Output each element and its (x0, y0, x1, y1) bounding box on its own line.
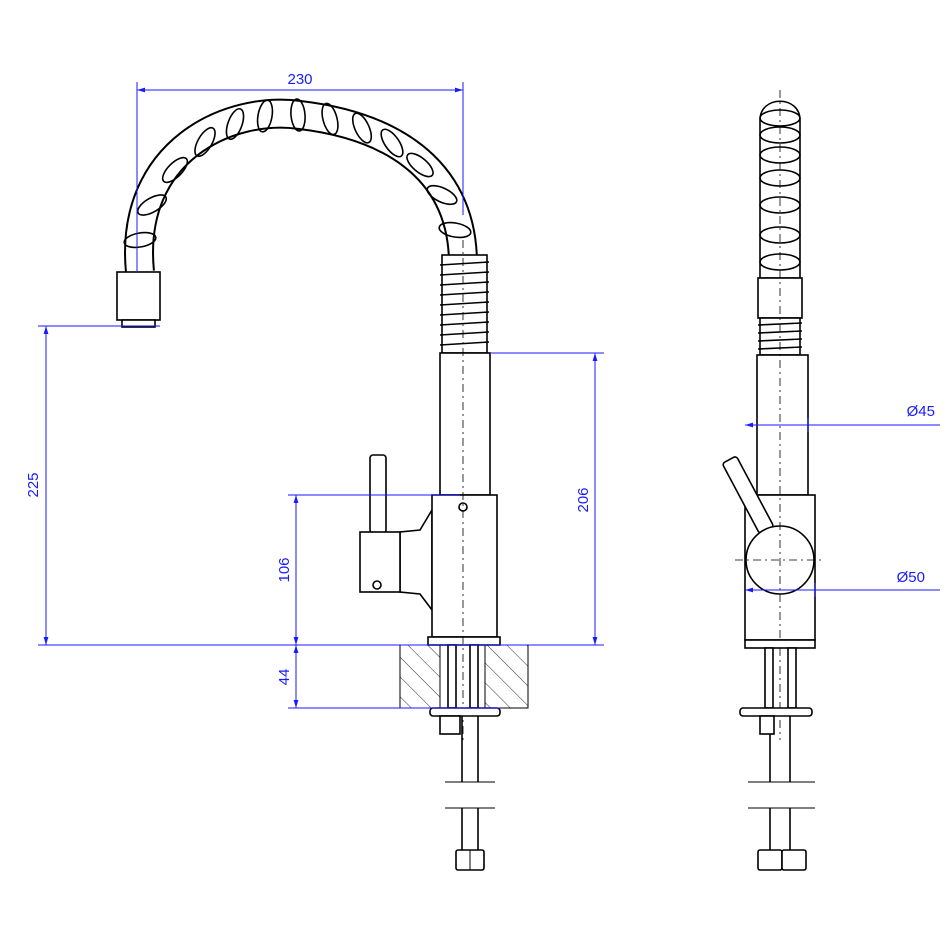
side-plate (739, 707, 813, 717)
countertop-right (484, 644, 529, 709)
spout-nozzle (116, 271, 161, 321)
handle-lever (369, 454, 387, 534)
mixer-connector (399, 507, 433, 613)
dim-230-label: 230 (287, 71, 312, 88)
dim-206-label: 206 (575, 487, 592, 512)
dim-d50-label: Ø50 (897, 569, 925, 586)
spout-coils (123, 98, 472, 249)
dimensions: 230 225 106 44 206 Ø45 Ø50 (25, 71, 940, 709)
dim-44-label: 44 (276, 669, 293, 686)
side-view (722, 90, 825, 871)
front-view (116, 98, 529, 871)
dim-d45-label: Ø45 (907, 403, 935, 420)
column-tube (439, 352, 491, 496)
supply-pipes (429, 644, 501, 871)
dim-106-label: 106 (276, 557, 293, 582)
faucet-base (427, 636, 501, 646)
spring (439, 254, 490, 354)
countertop-left (399, 644, 441, 709)
faucet-body (431, 494, 498, 638)
dim-225-label: 225 (25, 472, 42, 497)
